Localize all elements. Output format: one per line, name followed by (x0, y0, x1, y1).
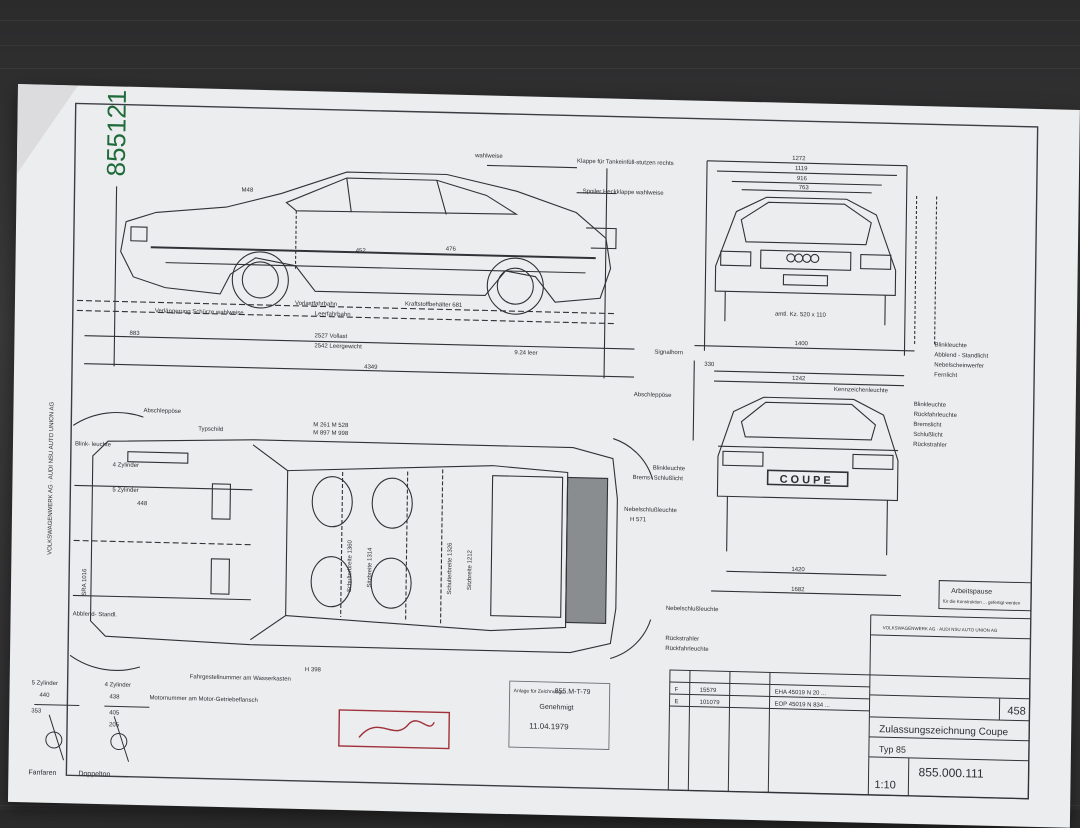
bl-d405: 405 (109, 710, 120, 716)
rear-w1242: 1242 (792, 376, 806, 382)
top-h398: H 398 (305, 667, 322, 673)
label-spoiler: Spoiler Heckklappe wahlweise (583, 189, 665, 197)
top-sra: SRA 1016 (82, 568, 88, 596)
bl-zyl4: 4 Zylinder (105, 682, 131, 689)
label-klappe: Klappe für Tankeinfüll-stutzen rechts (577, 159, 674, 167)
top-zyl5: 5 Zylinder (112, 487, 138, 494)
blueprint-sheet: 855121 VOLKSWAGENWERK AG · AUDI NSU AUTO… (8, 84, 1080, 828)
top-abblend: Abblend- Standl. (73, 611, 118, 618)
rear-rueckfahr: Rückfahrleuchte (914, 412, 958, 419)
front-view (694, 161, 937, 357)
tb-title: Zulassungszeichnung Coupe (879, 724, 1009, 738)
tb-type: Typ 85 (879, 744, 906, 755)
top-typschild: Typschild (198, 426, 223, 433)
front-nebel: Nebelscheinwerfer (934, 362, 984, 369)
top-motornummer: Motornummer am Motor-Getriebeflansch (149, 695, 257, 704)
front-blink: Blinkleuchte (935, 342, 968, 349)
top-schulter2: Schulterbreite 1326 (447, 542, 454, 595)
tb-scale: 1:10 (874, 779, 896, 792)
top-abschleppoese: Abschleppöse (143, 408, 181, 415)
top-m261: M 261 M 528 (313, 422, 349, 429)
rear-kennzeichen: Kennzeichenleuchte (834, 387, 889, 394)
label-tank: Kraftstoffbehälter 681 (405, 301, 463, 308)
bl-fanfaren: Fanfaren (28, 769, 56, 777)
top-brems: Brems- Schlußlicht (633, 475, 684, 482)
bl-d440: 440 (39, 693, 50, 699)
front-fern: Fernlicht (934, 372, 957, 379)
front-track: 1400 (795, 341, 809, 347)
tb-company: VOLKSWAGENWERK AG · AUDI NSU AUTO UNION … (883, 625, 998, 633)
top-abschleppoese2: Abschleppöse (634, 392, 672, 399)
top-fahrgestell: Fahrgestellnummer am Wasserkasten (190, 674, 291, 682)
rear-brems: Bremslicht (913, 422, 941, 429)
front-w1272: 1272 (792, 156, 806, 162)
label-d452: 452 (356, 248, 367, 254)
top-schulter: Schulterbreite 1360 (347, 539, 354, 592)
horn-detail (34, 704, 150, 762)
company-vertical: VOLKSWAGENWERK AG · AUDI NSU AUTO UNION … (47, 401, 55, 554)
label-d883: 883 (129, 331, 140, 337)
top-nebelschluss: Nebelschlußleuchte (666, 606, 719, 613)
tb-row1-col2: 15579 (700, 688, 717, 694)
label-wahlweise: wahlweise (474, 153, 503, 160)
front-signalhorn: Signalhorn (654, 350, 683, 357)
front-plate: amtl. Kz. 520 x 110 (775, 312, 827, 319)
red-stamp (339, 710, 449, 749)
stamp-date2: 11.04.1979 (529, 722, 569, 732)
rear-track: 1420 (791, 567, 805, 573)
rear-width: 1682 (791, 587, 805, 593)
top-zyl4: 4 Zylinder (113, 462, 139, 469)
top-sitz2: Sitzbreite 1212 (467, 549, 474, 590)
rear-schluss: Schlußlicht (913, 432, 943, 439)
tb-sheet-no: 458 (1007, 705, 1026, 717)
rear-nebelschluss: Nebelschlußleuchte (624, 507, 677, 514)
top-rueckstrahler: Rückstrahler (665, 636, 699, 643)
top-rueckfahrleuchte: Rückfahrleuchte (665, 646, 709, 653)
label-vollast: 2527 Vollast (315, 333, 348, 340)
rear-badge: COUPE (780, 474, 834, 487)
label-length: 4349 (364, 364, 378, 370)
rear-blink: Blinkleuchte (914, 402, 947, 409)
arbeitspause-title: Arbeitspause (951, 588, 992, 596)
tb-drawing-number: 855.000.111 (919, 765, 984, 781)
stamp-approved: Genehmigt (539, 704, 573, 712)
label-d476: 476 (446, 246, 457, 252)
front-w916: 916 (797, 176, 808, 182)
label-leerfahrbahn: Leerfahrbahn (315, 311, 351, 318)
bl-zyl5: 5 Zylinder (32, 680, 58, 687)
top-m897: M 897 M 998 (313, 430, 349, 437)
stamp-date: 855.M-T-79 (555, 688, 591, 696)
top-blinkleuchte: Blink- leuchte (75, 441, 112, 448)
front-w1119: 1119 (795, 166, 808, 172)
label-vorlastfahrbahn: Vorlastfahrbahn (295, 301, 337, 308)
blueprint-drawing: 855121 VOLKSWAGENWERK AG · AUDI NSU AUTO… (8, 84, 1058, 819)
front-w763: 763 (799, 185, 810, 191)
tb-row1-text: EHA 45019 N 20 ... (775, 690, 827, 697)
top-blink2: Blinkleuchte (653, 466, 686, 473)
rear-rueckstrahler: Rückstrahler (913, 442, 947, 449)
label-leergewicht: 2542 Leergewicht (314, 343, 362, 350)
top-d448: 448 (137, 501, 148, 507)
arbeitspause-sub: für die Konstruktion ... gefertigt werde… (943, 599, 1021, 606)
top-view (70, 411, 654, 683)
tb-row2-col2: 101079 (699, 700, 720, 707)
top-sitz: Sitzbreite 1314 (367, 547, 374, 588)
sheet-number: 855121 (101, 89, 132, 176)
label-verlaengerung: Verlängerung Schürze wahlweise (155, 308, 244, 316)
label-m48: M48 (242, 187, 254, 193)
bl-doppelton: Doppelton (78, 771, 110, 779)
bl-d353: 353 (31, 708, 42, 714)
bl-d205: 205 (109, 722, 120, 728)
tb-row2-text: EOP 45019 N 834 ... (774, 702, 830, 709)
front-abblend: Abblend - Standlicht (934, 352, 988, 359)
tb-row2-col1: E (674, 699, 678, 705)
tb-row1-col1: F (675, 687, 679, 693)
rear-h571: H 571 (630, 517, 647, 523)
rear-d330: 330 (704, 362, 715, 368)
bl-d438: 438 (109, 694, 120, 700)
label-leer: 9.24 leer (514, 350, 537, 357)
